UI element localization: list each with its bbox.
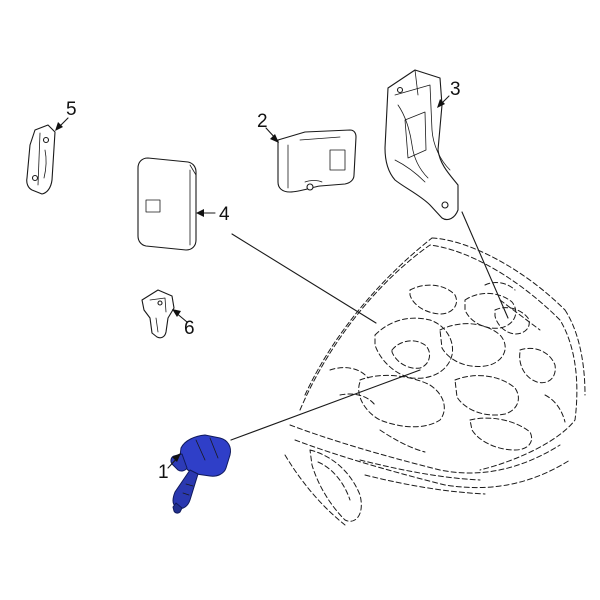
engine-bay-illustration — [284, 237, 586, 526]
control-module-part[interactable] — [277, 129, 357, 193]
arrowhead-4 — [196, 209, 204, 217]
ignition-coil-body — [179, 434, 231, 477]
callout-4: 4 — [219, 204, 230, 225]
leader-line-4 — [231, 233, 377, 324]
callout-1: 1 — [158, 462, 169, 483]
arrowhead-1 — [172, 453, 181, 462]
arrowhead-2 — [270, 134, 279, 143]
ignition-coil-tip — [172, 502, 183, 514]
arrowhead-6 — [172, 309, 181, 317]
control-module-body — [277, 129, 357, 193]
arrowhead-3 — [437, 99, 445, 108]
callout-5: 5 — [66, 99, 77, 120]
callout-6: 6 — [184, 318, 195, 339]
ignition-coil-part[interactable] — [170, 434, 231, 514]
leader-line-3 — [461, 211, 509, 319]
ecu-body — [137, 157, 197, 251]
callout-2: 2 — [257, 111, 268, 132]
arrowhead-5 — [55, 122, 63, 131]
side-bracket-body — [26, 124, 56, 195]
side-bracket-part[interactable] — [26, 124, 56, 195]
engine-control-unit-part[interactable] — [137, 157, 197, 251]
callout-3: 3 — [450, 79, 461, 100]
small-bracket-part[interactable] — [141, 289, 175, 339]
ignition-coil-boot — [172, 469, 199, 509]
leader-line-1 — [230, 369, 421, 441]
module-bracket-body — [384, 69, 459, 221]
module-bracket-part[interactable] — [384, 69, 459, 221]
